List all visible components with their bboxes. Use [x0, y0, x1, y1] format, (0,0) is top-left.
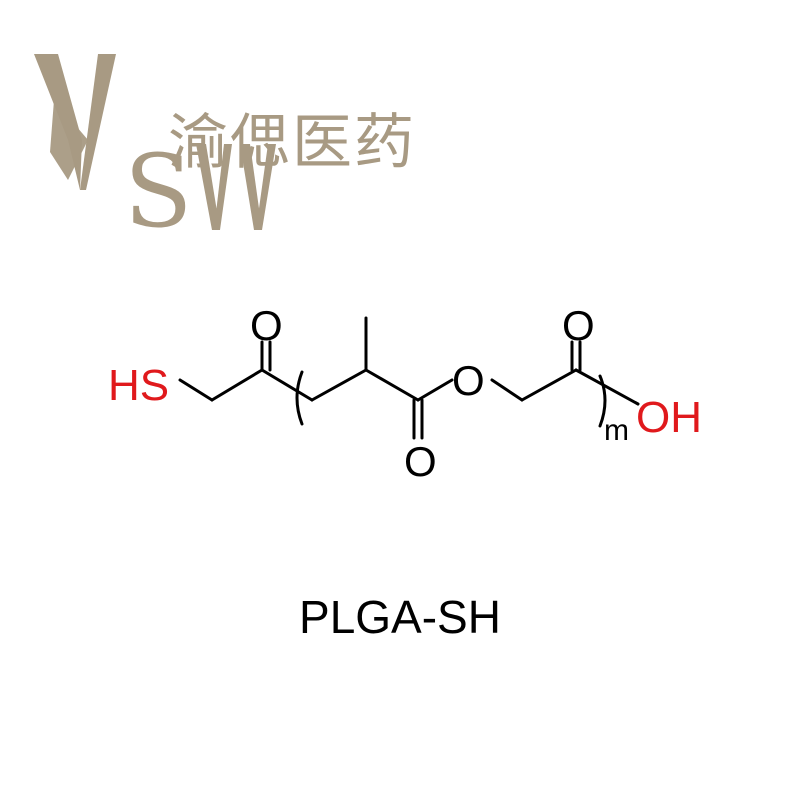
acid-carbonyl-oxygen-label: O [562, 302, 595, 349]
ketone-oxygen-label: O [250, 302, 283, 349]
repeat-bracket-close [598, 374, 607, 428]
logo-s-letter: S [124, 133, 193, 250]
repeat-subscript-label: m [604, 414, 629, 447]
brand-logo-mark: S [34, 54, 276, 250]
bond-c1-c2 [260, 368, 314, 402]
brand-logo: S 渝偲医药 [28, 40, 448, 250]
bond-ch-c3 [364, 368, 420, 402]
ester-oxygen-label: O [452, 357, 485, 404]
bond-ch2-c1 [210, 368, 264, 402]
bond-s-ch2 [178, 378, 214, 402]
ester-carbonyl-oxygen-label: O [404, 438, 437, 485]
bond-ch2-c4 [520, 368, 578, 402]
chemical-structure: HS O O O O OH m [108, 302, 702, 485]
bond-c2-ch [310, 368, 368, 402]
bond-c3-oester [416, 378, 454, 402]
hydroxyl-label: OH [636, 393, 702, 442]
bond-c4-oh [574, 368, 640, 406]
repeat-bracket-open [295, 370, 304, 426]
molecule-name: PLGA-SH [299, 591, 501, 643]
bond-oester-ch2 [490, 378, 524, 402]
brand-name: 渝偲医药 [168, 108, 416, 178]
thiol-label: HS [108, 361, 169, 410]
